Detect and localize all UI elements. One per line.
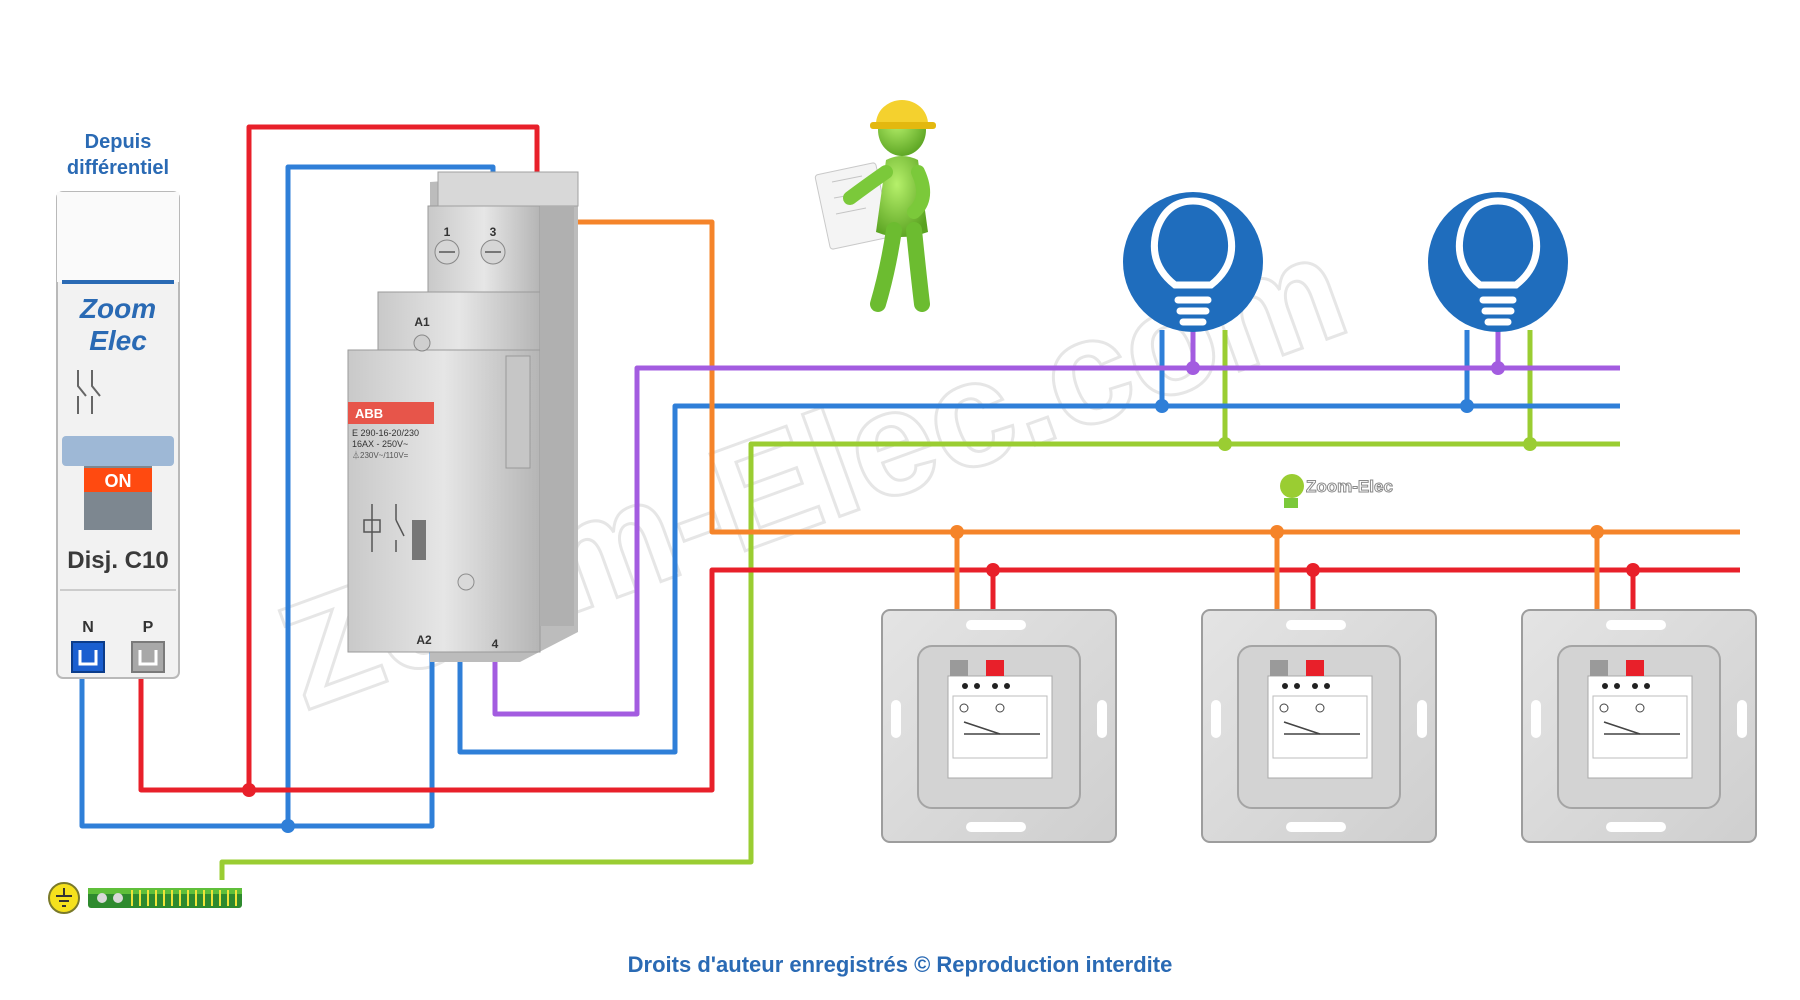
zoom-elec-logo: Zoom-Elec [1280,474,1393,508]
lightbulb-icon [1455,197,1541,326]
relay-brand: ABB [355,406,383,421]
push-button-1[interactable] [881,609,1117,843]
continuation-dashes [1580,365,1740,573]
neutral-from-breaker [79,652,435,829]
terminal-n[interactable] [71,641,105,673]
terminal-p-label: P [143,619,154,636]
wires [79,124,1740,880]
relay-spec-line2: ⏃230V~/110V= [352,450,409,460]
source-label-line1: Depuis [85,131,152,153]
relay-schematic-icon [363,504,405,552]
push-button-3[interactable] [1521,609,1757,843]
source-label-line2: différentiel [67,157,169,179]
earth-wire [219,441,1620,880]
earth-bar [48,882,242,914]
terminal-n-label: N [82,619,94,636]
terminal-p[interactable] [131,641,165,673]
relay-terminal-3: 3 [490,225,497,239]
lightbulb-icon [1150,197,1236,326]
lamp-2 [1428,192,1568,332]
phase-from-breaker [138,567,1740,793]
push-button-2[interactable] [1201,609,1437,843]
breaker-on-indicator [84,468,152,492]
breaker-brand-line2: Elec [89,325,147,356]
lamp-feed [492,365,1620,717]
copyright-footer: Droits d'auteur enregistrés © Reproducti… [628,952,1173,977]
relay-spec-line1: 16AX - 250V~ [352,439,408,449]
relay-terminal-a1: A1 [414,315,430,329]
breaker-brand-line1: Zoom [79,293,156,324]
worker-figure [814,100,936,312]
relay-manual-lever[interactable] [412,520,426,560]
breaker-symbol-icon [77,370,101,414]
lamp-1 [1123,192,1263,332]
relay-model: E 290-16-20/230 [352,428,419,438]
relay-terminal-a2: A2 [416,633,432,647]
relay-terminal-1: 1 [444,225,451,239]
earth-symbol-icon [48,882,80,914]
neutral-to-lamps [457,403,1620,755]
phase-to-relay-top [246,124,540,790]
breaker-state: ON [105,471,132,491]
logo-text: Zoom-Elec [1306,477,1393,496]
circuit-breaker: Zoom Elec ON Disj. C10 N P [56,191,180,679]
impulse-relay: 1 3 A1 ABB E 290-16-20/230 16AX - 250V~ … [347,171,579,662]
breaker-rating: Disj. C10 [67,547,168,574]
breaker-lever-guide [62,436,174,466]
relay-terminal-4: 4 [492,637,499,651]
junctions [242,361,1640,833]
